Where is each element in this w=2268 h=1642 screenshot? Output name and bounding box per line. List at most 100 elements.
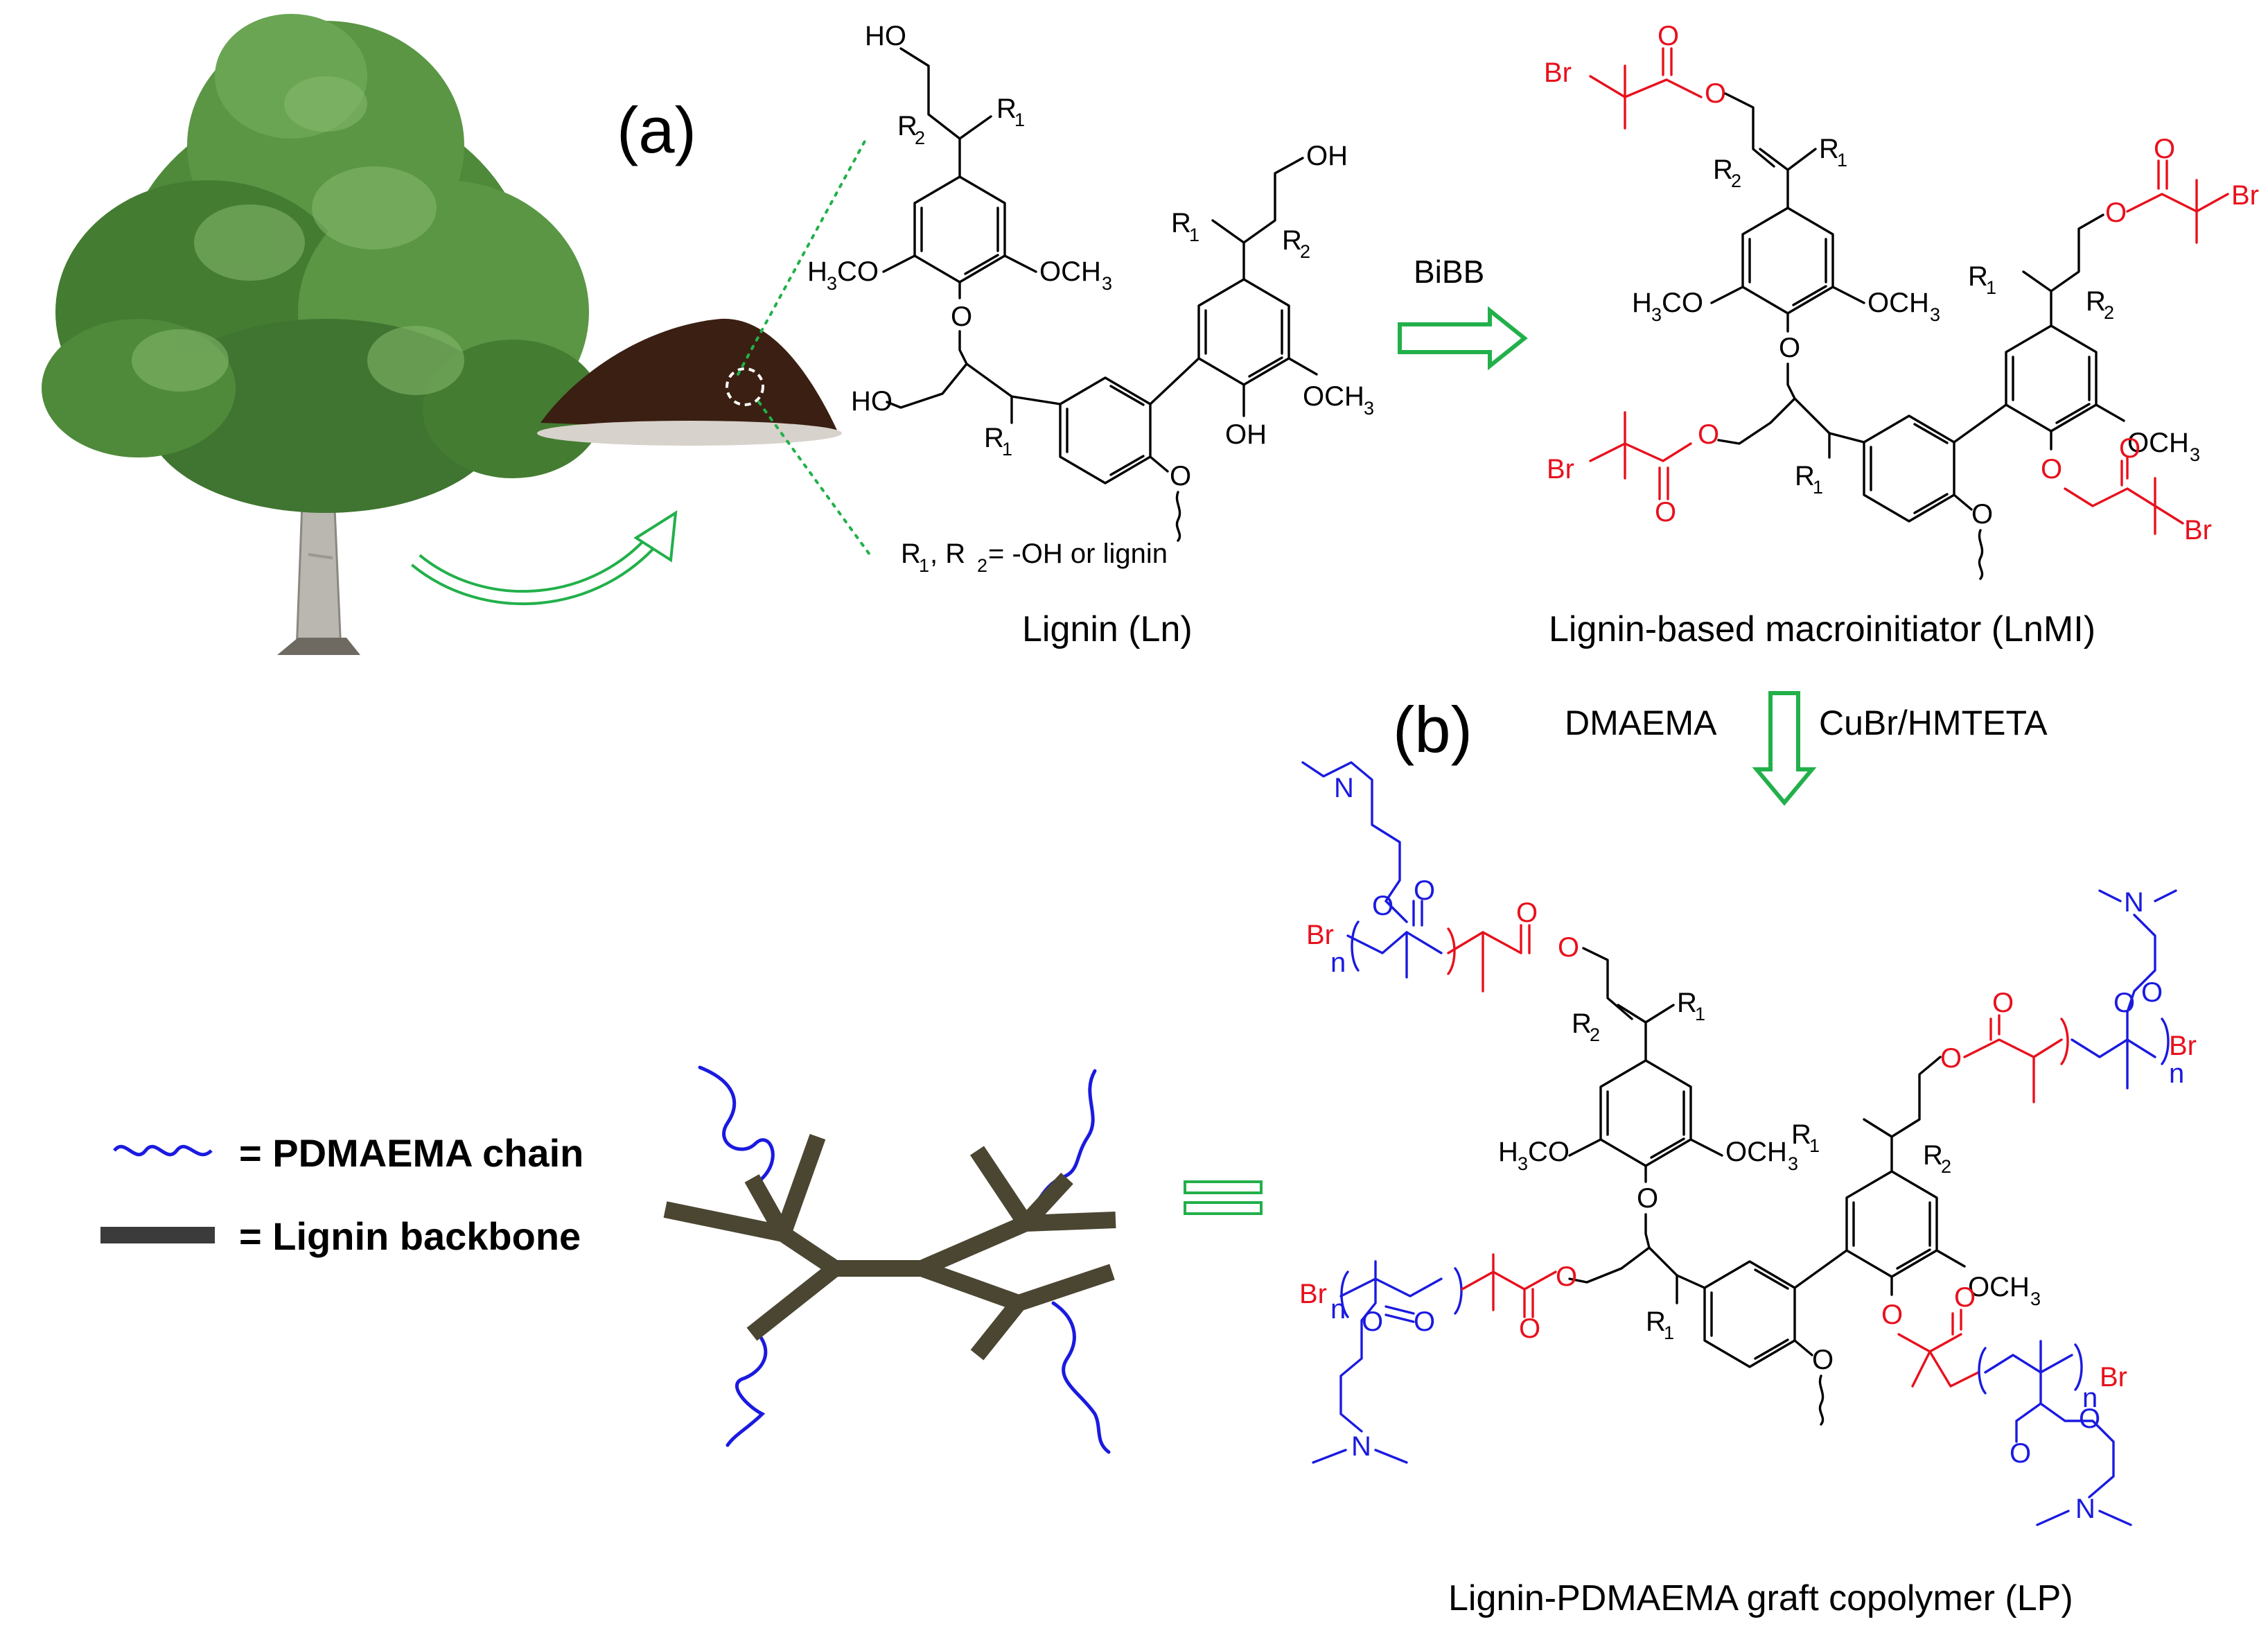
svg-text:O: O (1658, 21, 1679, 51)
svg-text:1: 1 (1002, 439, 1012, 460)
reagent-catalyst: CuBr/HMTETA (1819, 704, 2048, 742)
svg-text:O: O (1655, 497, 1676, 527)
svg-text:1: 1 (1813, 477, 1823, 498)
svg-text:O: O (1362, 1307, 1383, 1337)
svg-text:1: 1 (1837, 150, 1847, 171)
legend: = PDMAEMA chain = Lignin backbone (100, 1131, 583, 1258)
lignin-caption: Lignin (Ln) (1022, 609, 1193, 649)
svg-text:H: H (1498, 1137, 1518, 1167)
svg-text:N: N (1334, 773, 1354, 803)
svg-text:1: 1 (1809, 1135, 1820, 1156)
svg-text:2: 2 (977, 555, 987, 576)
svg-text:3: 3 (827, 273, 837, 294)
svg-text:R: R (1968, 261, 1988, 292)
svg-text:OCH: OCH (1968, 1272, 2030, 1302)
svg-text:n: n (2082, 1383, 2098, 1413)
svg-text:3: 3 (1788, 1153, 1798, 1174)
panel-label-a: (a) (617, 94, 696, 166)
svg-text:O: O (2079, 1404, 2100, 1434)
svg-text:OCH: OCH (1725, 1137, 1787, 1167)
svg-text:3: 3 (1364, 398, 1374, 419)
svg-text:O: O (1170, 461, 1191, 491)
svg-text:N: N (2075, 1494, 2095, 1524)
svg-text:, R: , R (930, 539, 965, 569)
svg-text:O: O (1812, 1345, 1834, 1375)
svg-text:2: 2 (2104, 302, 2114, 323)
svg-text:2: 2 (1300, 241, 1310, 262)
svg-text:O: O (2113, 988, 2135, 1018)
svg-text:1: 1 (1189, 225, 1199, 245)
svg-text:O: O (1558, 932, 1579, 963)
svg-text:2: 2 (1590, 1024, 1600, 1045)
svg-text:= -OH or lignin: = -OH or lignin (988, 539, 1168, 569)
svg-text:n: n (1330, 947, 1346, 978)
macroinitiator-caption: Lignin-based macroinitiator (LnMI) (1549, 609, 2095, 649)
svg-text:1: 1 (1695, 1004, 1705, 1024)
svg-text:1: 1 (1664, 1322, 1674, 1343)
svg-text:R: R (984, 423, 1004, 453)
svg-text:N: N (2124, 887, 2144, 918)
svg-text:Br: Br (1299, 1279, 1327, 1309)
svg-text:O: O (1372, 891, 1394, 921)
svg-text:n: n (2169, 1058, 2184, 1089)
svg-text:O: O (1519, 1313, 1540, 1344)
svg-text:3: 3 (1102, 273, 1112, 294)
arrow-down-icon (1752, 691, 1817, 806)
svg-text:1: 1 (1986, 277, 1996, 298)
svg-text:O: O (2141, 977, 2163, 1008)
svg-text:R: R (1791, 1119, 1811, 1150)
panel-label-b: (b) (1393, 693, 1473, 766)
svg-text:O: O (1414, 875, 1435, 906)
svg-text:O: O (2119, 433, 2140, 464)
svg-text:CO: CO (837, 256, 879, 287)
svg-text:O: O (1940, 1043, 1962, 1074)
lignin-backbone (663, 1133, 1116, 1361)
svg-text:R: R (1677, 988, 1697, 1018)
svg-text:O: O (2105, 198, 2127, 228)
schematic-graft-model (663, 1065, 1116, 1454)
pdmaema-chain-4 (1051, 1301, 1111, 1454)
svg-text:O: O (1881, 1300, 1903, 1330)
equivalence-icon (1184, 1180, 1263, 1215)
svg-text:R: R (1646, 1307, 1666, 1337)
legend-chain-label: = PDMAEMA chain (239, 1131, 583, 1175)
zoom-line-top (737, 137, 868, 376)
svg-text:3: 3 (2190, 444, 2200, 465)
svg-text:R: R (1819, 134, 1839, 164)
svg-text:R: R (1171, 208, 1191, 238)
svg-text:3: 3 (2030, 1289, 2041, 1309)
svg-text:O: O (2010, 1438, 2031, 1469)
svg-text:O: O (1637, 1183, 1658, 1214)
legend-backbone-swatch (100, 1227, 215, 1243)
svg-text:CO: CO (1662, 288, 1703, 318)
svg-text:N: N (1351, 1431, 1371, 1462)
svg-text:Br: Br (2100, 1362, 2127, 1392)
arrow-right-icon (1398, 306, 1528, 371)
svg-text:R: R (2086, 286, 2106, 317)
svg-text:HO: HO (851, 386, 893, 417)
svg-text:Br: Br (1544, 58, 1572, 88)
svg-text:O: O (2154, 134, 2175, 164)
svg-text:CO: CO (1528, 1137, 1570, 1167)
legend-backbone-label: = Lignin backbone (239, 1214, 581, 1258)
svg-text:HO: HO (865, 21, 906, 51)
svg-text:Br: Br (2184, 515, 2212, 545)
curved-arrow-icon (411, 510, 678, 606)
svg-text:3: 3 (1930, 304, 1940, 325)
svg-text:O: O (1698, 419, 1719, 450)
graft-copolymer-caption: Lignin-PDMAEMA graft copolymer (LP) (1448, 1578, 2073, 1618)
svg-text:OCH: OCH (2127, 428, 2189, 458)
svg-text:H: H (1632, 288, 1652, 318)
svg-text:R: R (1923, 1140, 1943, 1171)
svg-text:O: O (2041, 454, 2062, 484)
svg-text:Br: Br (1547, 454, 1574, 484)
zoom-line-bottom (757, 401, 871, 556)
svg-text:Br: Br (2231, 180, 2259, 211)
svg-text:1: 1 (1014, 110, 1025, 130)
lignin-powder-pile (537, 137, 871, 556)
svg-text:OCH: OCH (1039, 256, 1101, 287)
